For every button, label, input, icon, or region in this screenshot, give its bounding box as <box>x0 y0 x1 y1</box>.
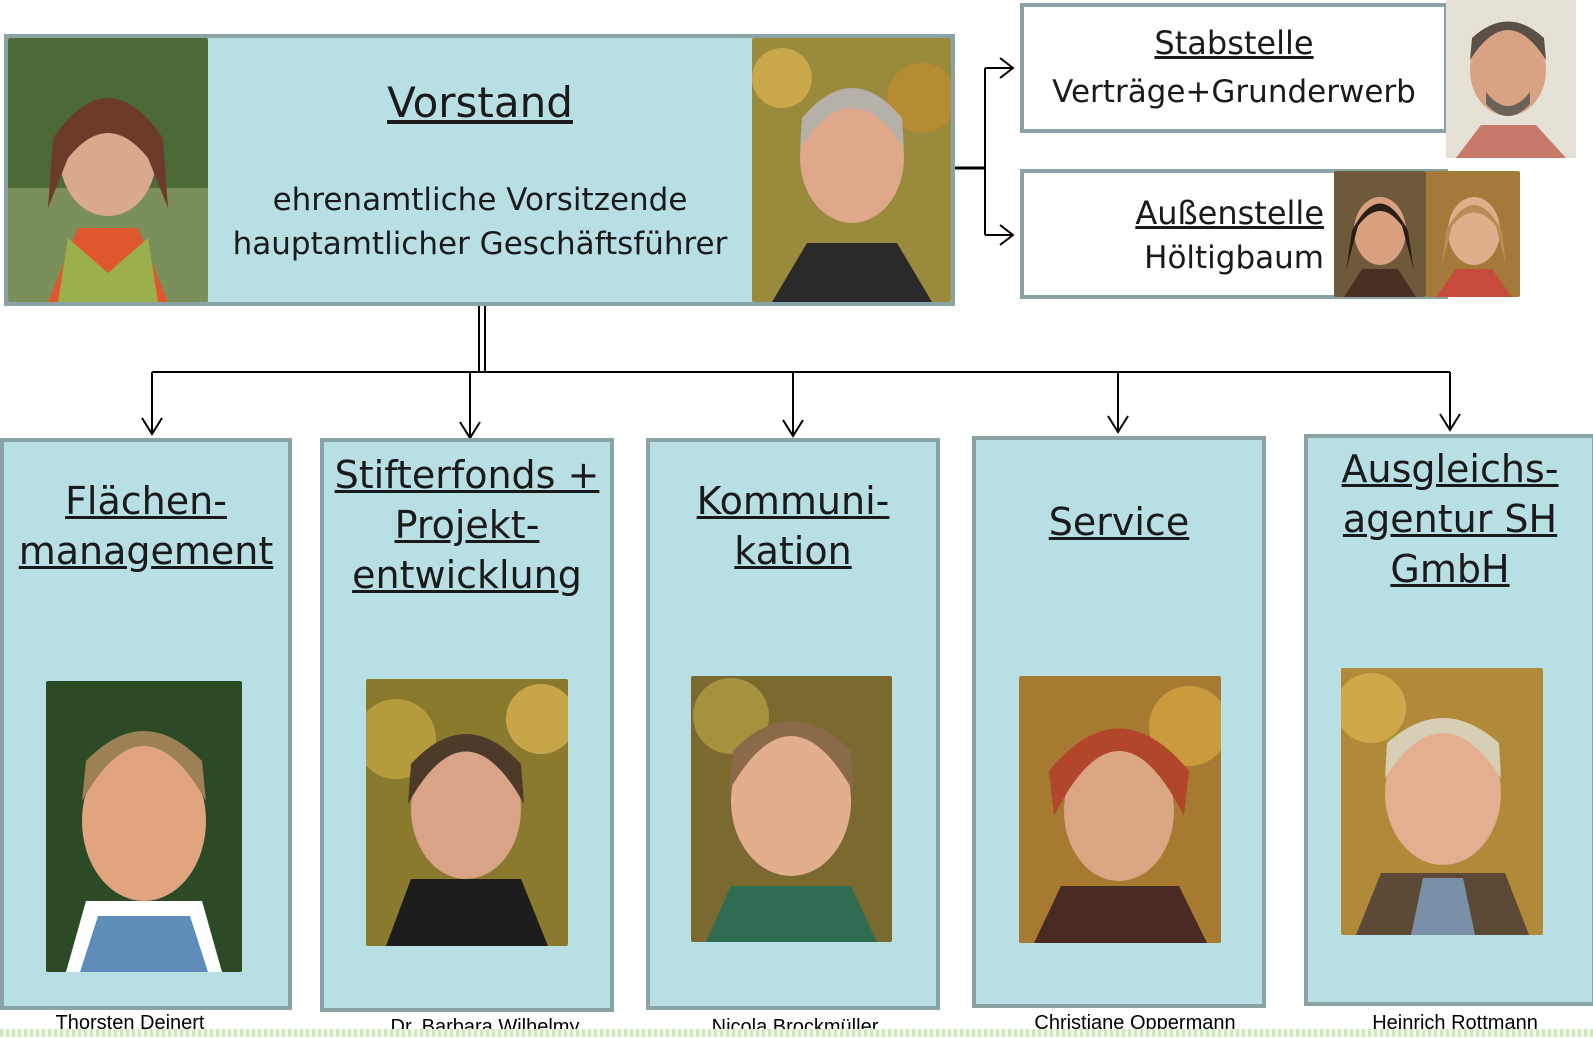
board-title: Vorstand <box>387 78 573 127</box>
department-title: Stifterfonds + Projekt- entwicklung <box>334 453 600 597</box>
person-name: Heinrich Rottmann <box>1372 1012 1538 1034</box>
staff-unit-title: Stabstelle <box>1154 24 1314 62</box>
staff-unit-subtitle: Verträge+Grunderwerb <box>1052 74 1416 110</box>
department-photo <box>691 676 892 942</box>
board-chair-photo <box>8 38 208 302</box>
department-title: Ausgleichs- agentur SH GmbH <box>1341 447 1559 591</box>
department-photo <box>46 681 242 972</box>
outpost-photo-2 <box>1426 171 1520 297</box>
person-name: Christiane Oppermann <box>1034 1012 1236 1034</box>
board-director-photo <box>752 38 951 302</box>
board-line-director: hauptamtlicher Geschäftsführer <box>232 226 728 262</box>
person-name: Thorsten Deinert <box>55 1012 205 1034</box>
department-photo <box>366 679 568 946</box>
department-title: Flächen- management <box>18 479 274 573</box>
outpost-subtitle: Höltigbaum <box>1144 240 1324 276</box>
outpost-photo-1 <box>1334 171 1426 297</box>
bottom-border-strip <box>0 1029 1593 1037</box>
outpost-title: Außenstelle <box>1135 194 1324 232</box>
staff-unit-photo <box>1446 0 1576 158</box>
department-photo <box>1019 676 1221 943</box>
department-photo <box>1341 668 1543 935</box>
board-line-chair: ehrenamtliche Vorsitzende <box>272 182 688 218</box>
department-title: Kommuni- kation <box>696 479 890 573</box>
department-title: Service <box>1048 500 1190 544</box>
